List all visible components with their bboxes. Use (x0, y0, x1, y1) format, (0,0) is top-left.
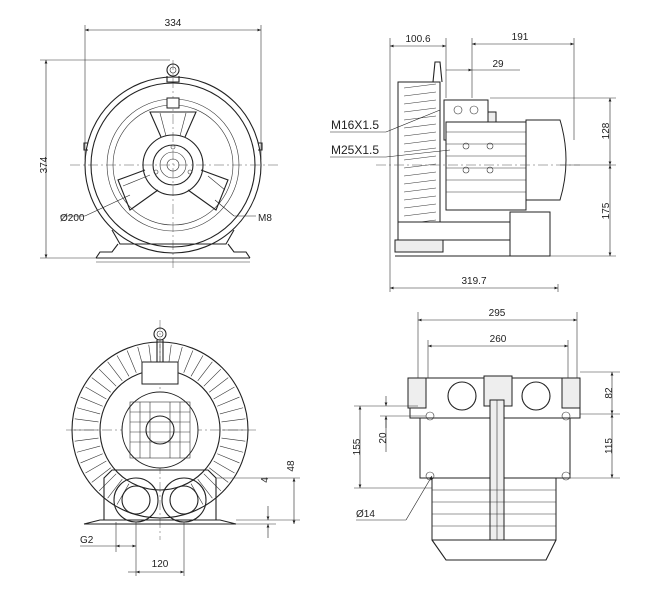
cooling-fin (74, 437, 99, 442)
cooling-fin (91, 377, 111, 393)
cooling-fin (126, 350, 137, 373)
cooling-fin (221, 437, 246, 442)
cooling-fin (183, 350, 194, 373)
cooling-fin (85, 386, 107, 400)
cooling-fin (219, 445, 244, 453)
port-height-label: 48 (286, 460, 297, 472)
upper-dim-label: 82 (604, 387, 615, 399)
cable-gland-small-label: M16X1.5 (331, 118, 379, 132)
cooling-fin (219, 407, 244, 415)
front-width-label: 334 (165, 18, 182, 29)
cooling-fin (221, 418, 246, 423)
upper-height-label: 128 (601, 122, 612, 139)
cooling-fin (80, 396, 103, 407)
cooling-fin (116, 355, 130, 377)
cooling-fin (203, 368, 222, 387)
cable-gland-large-label: M25X1.5 (331, 143, 379, 157)
cooling-fin (209, 467, 229, 483)
cooling-fin (197, 479, 213, 499)
cooling-fin (85, 460, 107, 474)
cooling-fin (76, 445, 101, 453)
cooling-fin (217, 453, 240, 464)
cooling-fin (107, 479, 123, 499)
cooling-fin (190, 355, 204, 377)
bolt-thread-label: M8 (258, 213, 272, 224)
cooling-fin (203, 473, 222, 492)
cooling-fin (98, 368, 117, 387)
cooling-fin (213, 460, 235, 474)
bottom-view: 295 260 82 115 155 20 Ø14 (352, 308, 620, 561)
cooling-fin (98, 473, 117, 492)
cooling-fin (74, 418, 99, 423)
lower-dim-label: 115 (604, 438, 615, 454)
cooling-fin (91, 467, 111, 483)
cooling-fin (197, 361, 213, 381)
cooling-fin (217, 396, 240, 407)
lower-height-label: 175 (601, 202, 612, 219)
overall-width-label: 295 (489, 308, 506, 319)
front-view: 334 374 Ø200 M8 (39, 18, 280, 270)
foot-spacing-label: 260 (490, 334, 507, 345)
front-height-label: 374 (39, 156, 50, 173)
cooling-fin (107, 361, 123, 381)
housing-diameter-label: Ø200 (60, 213, 85, 224)
overall-length-label: 319.7 (461, 276, 486, 287)
side-view: 100.6 191 29 319.7 128 175 M16X1.5 M25X1… (330, 32, 616, 292)
cooling-fin (213, 386, 235, 400)
port-spacing-label: 120 (152, 559, 169, 570)
top-length-label: 191 (512, 32, 529, 43)
terminal-offset-label: 29 (492, 59, 504, 70)
rear-view: 48 4 G2 120 (66, 320, 300, 576)
hole-diameter-label: Ø14 (356, 509, 375, 520)
foot-offset-label: 20 (378, 432, 389, 444)
cooling-fin (80, 453, 103, 464)
cooling-fin (209, 377, 229, 393)
cooling-fin (76, 407, 101, 415)
port-thread-label: G2 (80, 535, 94, 546)
foot-height-label: 155 (352, 438, 363, 455)
inlet-offset-label: 100.6 (405, 34, 430, 45)
port-height-small-label: 4 (260, 477, 271, 483)
